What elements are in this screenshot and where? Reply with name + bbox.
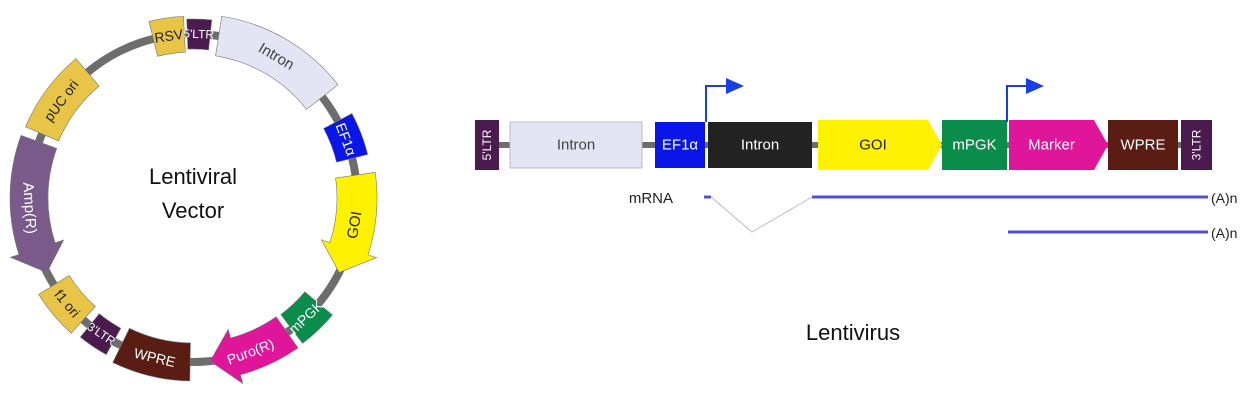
mrna-label: mRNA bbox=[629, 190, 673, 207]
linear-title: Lentivirus bbox=[806, 320, 900, 345]
plasmid-feature-label: 5'LTR bbox=[183, 27, 215, 42]
linear-element-5-ltr-0: 5'LTR bbox=[475, 120, 499, 170]
linear-element-label: 3'LTR bbox=[1190, 129, 1204, 160]
linear-element-mpgk-5: mPGK bbox=[942, 120, 1007, 170]
plasmid-feature-shape bbox=[209, 316, 299, 385]
plasmid-feature-3-ltr: 3'LTR bbox=[79, 313, 122, 355]
linear-element-label: Intron bbox=[741, 137, 779, 154]
linear-element-ef1-2: EF1α bbox=[655, 122, 705, 168]
linear-element-shape bbox=[475, 120, 499, 170]
plasmid-feature-intron: Intron bbox=[215, 15, 339, 110]
plasmid-feature-amp-r: Amp(R) bbox=[9, 135, 65, 273]
plasmid-map: RSV5'LTRIntronEF1αGOImPGKPuro(R)WPRE3'LT… bbox=[9, 15, 378, 385]
plasmid-feature-shape bbox=[215, 15, 339, 110]
linear-element-shape bbox=[708, 122, 812, 168]
linear-map: 5'LTR Intron EF1α Intron GOI mPGK Marker WPRE 3'… bbox=[475, 78, 1237, 345]
polya-label-1: (A)n bbox=[1211, 190, 1237, 206]
plasmid-feature-shape bbox=[9, 135, 65, 273]
linear-element-label: Intron bbox=[557, 137, 595, 154]
linear-element-intron-3: Intron bbox=[708, 122, 812, 168]
linear-elements: 5'LTR Intron EF1α Intron GOI mPGK Marker WPRE 3'… bbox=[475, 120, 1212, 170]
plasmid-title-line2: Vector bbox=[162, 198, 224, 223]
linear-element-intron-1: Intron bbox=[509, 121, 643, 169]
linear-element-wpre-7: WPRE bbox=[1108, 120, 1178, 170]
plasmid-feature-goi: GOI bbox=[320, 172, 378, 273]
plasmid-feature-label: Amp(R) bbox=[19, 182, 39, 235]
mpgk-promoter-arrow bbox=[1006, 78, 1044, 122]
linear-element-label: mPGK bbox=[952, 137, 996, 154]
linear-element-shape bbox=[1181, 120, 1212, 170]
plasmid-feature-shape bbox=[280, 291, 333, 344]
linear-element-shape bbox=[1108, 120, 1178, 170]
plasmid-feature-label: GOI bbox=[344, 210, 365, 240]
plasmid-feature-f1-ori: f1 ori bbox=[38, 274, 96, 334]
plasmid-title-line1: Lentiviral bbox=[149, 164, 237, 189]
linear-element-shape bbox=[655, 122, 705, 168]
plasmid-feature-shape bbox=[148, 15, 186, 57]
plasmid-feature-shape bbox=[25, 58, 100, 142]
plasmid-feature-rsv: RSV bbox=[148, 15, 186, 57]
polya-label-2: (A)n bbox=[1211, 225, 1237, 241]
plasmid-feature-shape bbox=[112, 327, 191, 382]
plasmid-feature-wpre: WPRE bbox=[112, 327, 191, 382]
linear-element-goi-4: GOI bbox=[818, 120, 942, 170]
linear-element-label: Marker bbox=[1028, 137, 1075, 154]
plasmid-feature-label: RSV bbox=[153, 26, 184, 46]
plasmid-feature-shape bbox=[38, 274, 96, 334]
plasmid-feature-5-ltr: 5'LTR bbox=[183, 18, 215, 51]
linear-element-label: 5'LTR bbox=[480, 129, 494, 160]
plasmid-feature-shape bbox=[186, 18, 213, 51]
linear-element-label: EF1α bbox=[662, 137, 699, 154]
plasmid-feature-shape bbox=[320, 172, 378, 273]
linear-element-label: WPRE bbox=[1121, 137, 1166, 154]
linear-element-label: GOI bbox=[859, 137, 887, 154]
ef1a-promoter-arrow bbox=[705, 78, 744, 122]
linear-element-3-ltr-8: 3'LTR bbox=[1181, 120, 1212, 170]
linear-element-shape bbox=[509, 121, 643, 169]
linear-element-shape bbox=[942, 120, 1007, 170]
linear-element-shape bbox=[818, 120, 942, 170]
plasmid-feature-shape bbox=[79, 313, 122, 355]
mrna-splice-junction bbox=[710, 196, 813, 233]
plasmid-feature-ef1: EF1α bbox=[323, 113, 369, 163]
plasmid-feature-puro-r: Puro(R) bbox=[209, 316, 299, 385]
linear-element-marker-6: Marker bbox=[1009, 120, 1108, 170]
linear-element-shape bbox=[1009, 120, 1108, 170]
plasmid-feature-shape bbox=[323, 113, 369, 163]
